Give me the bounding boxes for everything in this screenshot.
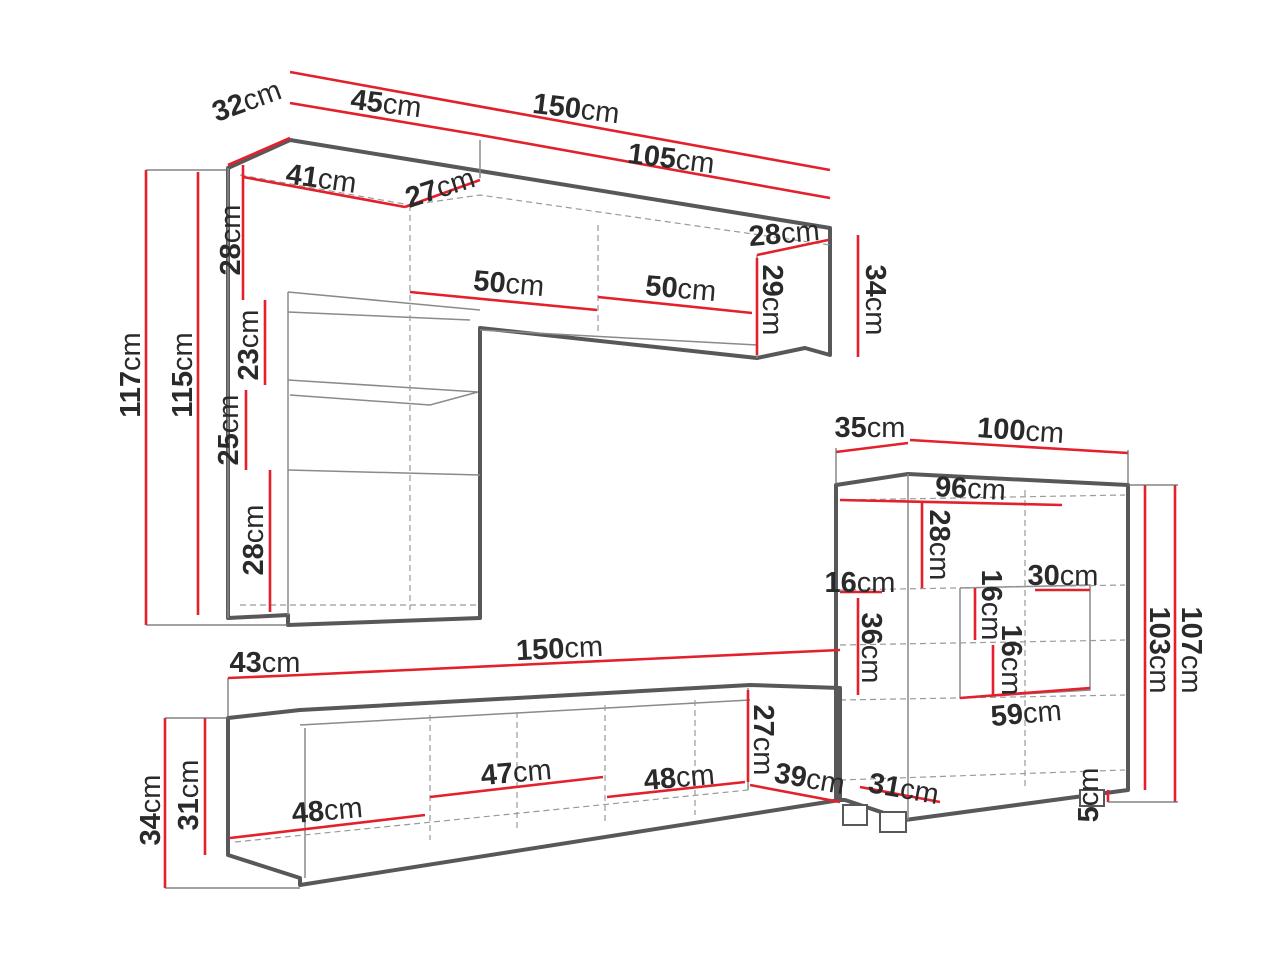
wall-cabinet-edge	[287, 379, 479, 406]
label-highboard-glass-height-1: 16cm	[975, 570, 1007, 641]
dim-line	[404, 178, 481, 209]
dim-line	[289, 70, 831, 172]
label-highboard-total-height: 107cm	[1175, 606, 1207, 693]
highboard: 35cm 100cm 96cm 28cm 16cm 30cm 16cm 16cm…	[825, 412, 1207, 833]
tv-bench-hidden-line	[234, 789, 749, 843]
dim-line	[959, 686, 1091, 700]
highboard-foot	[1079, 789, 1105, 807]
label-wall-compartment-4: 28cm	[238, 505, 270, 576]
dim-line	[835, 441, 909, 454]
label-highboard-width: 100cm	[976, 412, 1065, 450]
dim-line	[756, 238, 829, 257]
label-wall-shelf-width-1: 50cm	[472, 265, 545, 303]
label-bench-right-inner-height: 27cm	[747, 705, 779, 776]
dim-line	[227, 673, 301, 680]
label-highboard-inner-height: 103cm	[1143, 606, 1175, 693]
label-highboard-small-shelf: 16cm	[825, 567, 896, 599]
label-wall-inner-depth-mid: 27cm	[402, 162, 479, 214]
label-wall-right-height: 34cm	[859, 265, 891, 336]
wall-cabinet-edge	[287, 311, 471, 321]
dim-line	[409, 290, 598, 312]
label-bench-inner-height: 31cm	[173, 760, 205, 831]
label-highboard-feet-height: 5cm	[1073, 768, 1105, 823]
dim-line	[479, 133, 831, 200]
label-highboard-depth: 35cm	[835, 412, 906, 444]
dim-line	[909, 438, 1129, 455]
label-wall-inner-total-height: 115cm	[167, 332, 199, 417]
label-wall-side-width: 45cm	[349, 84, 423, 124]
label-bench-right-depth: 39cm	[772, 757, 847, 801]
label-wall-compartment-2: 23cm	[233, 310, 265, 381]
highboard-hidden-line	[839, 494, 1126, 501]
label-highboard-inner-depth: 31cm	[866, 767, 941, 811]
label-wall-right-inner-height: 29cm	[756, 265, 788, 336]
wall-cabinet: 32cm 45cm 150cm 105cm 41cm 27cm 28cm 29c…	[115, 70, 891, 627]
label-bench-inner-width-2: 47cm	[479, 754, 552, 792]
highboard-foot	[879, 811, 907, 833]
highboard-hidden-line	[839, 584, 1126, 591]
label-wall-compartment-3: 25cm	[213, 395, 245, 466]
highboard-hidden-line	[839, 639, 1126, 646]
dim-line	[429, 775, 604, 799]
label-bench-inner-width-3: 48cm	[642, 759, 715, 797]
wall-cabinet-edge	[287, 291, 481, 311]
label-bench-inner-width-1: 48cm	[290, 792, 363, 830]
label-highboard-glass-width: 30cm	[1028, 560, 1099, 592]
label-wall-shelf-width-2: 50cm	[644, 270, 717, 308]
label-highboard-glass-shelf-width: 59cm	[989, 695, 1062, 733]
label-wall-total-width: 150cm	[531, 88, 621, 130]
wall-cabinet-hidden-line	[239, 174, 831, 246]
tv-bench: 43cm 150cm 48cm 47cm 48cm 34cm 31cm 27cm…	[135, 631, 847, 889]
wall-cabinet-outline	[226, 138, 832, 627]
dim-line	[597, 295, 753, 315]
wall-cabinet-edge	[287, 469, 481, 476]
label-wall-compartment-1: 28cm	[215, 205, 247, 276]
dim-line	[749, 783, 841, 804]
label-bench-width: 150cm	[515, 631, 604, 668]
dim-line	[229, 813, 426, 840]
highboard-hidden-line	[839, 769, 1126, 781]
dim-line	[242, 175, 406, 209]
label-bench-total-height: 34cm	[135, 775, 167, 846]
label-highboard-glass-height-2: 16cm	[995, 625, 1027, 696]
label-wall-depth: 32cm	[208, 74, 286, 128]
highboard-foot	[842, 804, 868, 826]
label-highboard-inner-width: 96cm	[934, 471, 1007, 507]
dim-line	[859, 785, 941, 804]
label-wall-inner-depth-left: 41cm	[284, 158, 359, 200]
label-wall-total-height: 117cm	[115, 332, 147, 417]
label-highboard-top-compartment: 28cm	[923, 510, 955, 581]
tv-bench-outline	[226, 683, 842, 887]
dim-line	[227, 136, 291, 167]
label-wall-right-depth: 28cm	[747, 215, 820, 253]
label-highboard-side-compartment: 36cm	[855, 613, 887, 684]
tv-bench-edge	[299, 699, 751, 726]
dim-line	[839, 498, 1063, 507]
highboard-edge	[959, 584, 1091, 699]
label-wall-bridge-width: 105cm	[626, 138, 716, 180]
dim-line	[299, 648, 841, 677]
wall-cabinet-edge	[479, 329, 758, 346]
label-bench-depth: 43cm	[230, 647, 301, 679]
dim-line	[289, 101, 481, 137]
dim-line	[606, 780, 746, 799]
